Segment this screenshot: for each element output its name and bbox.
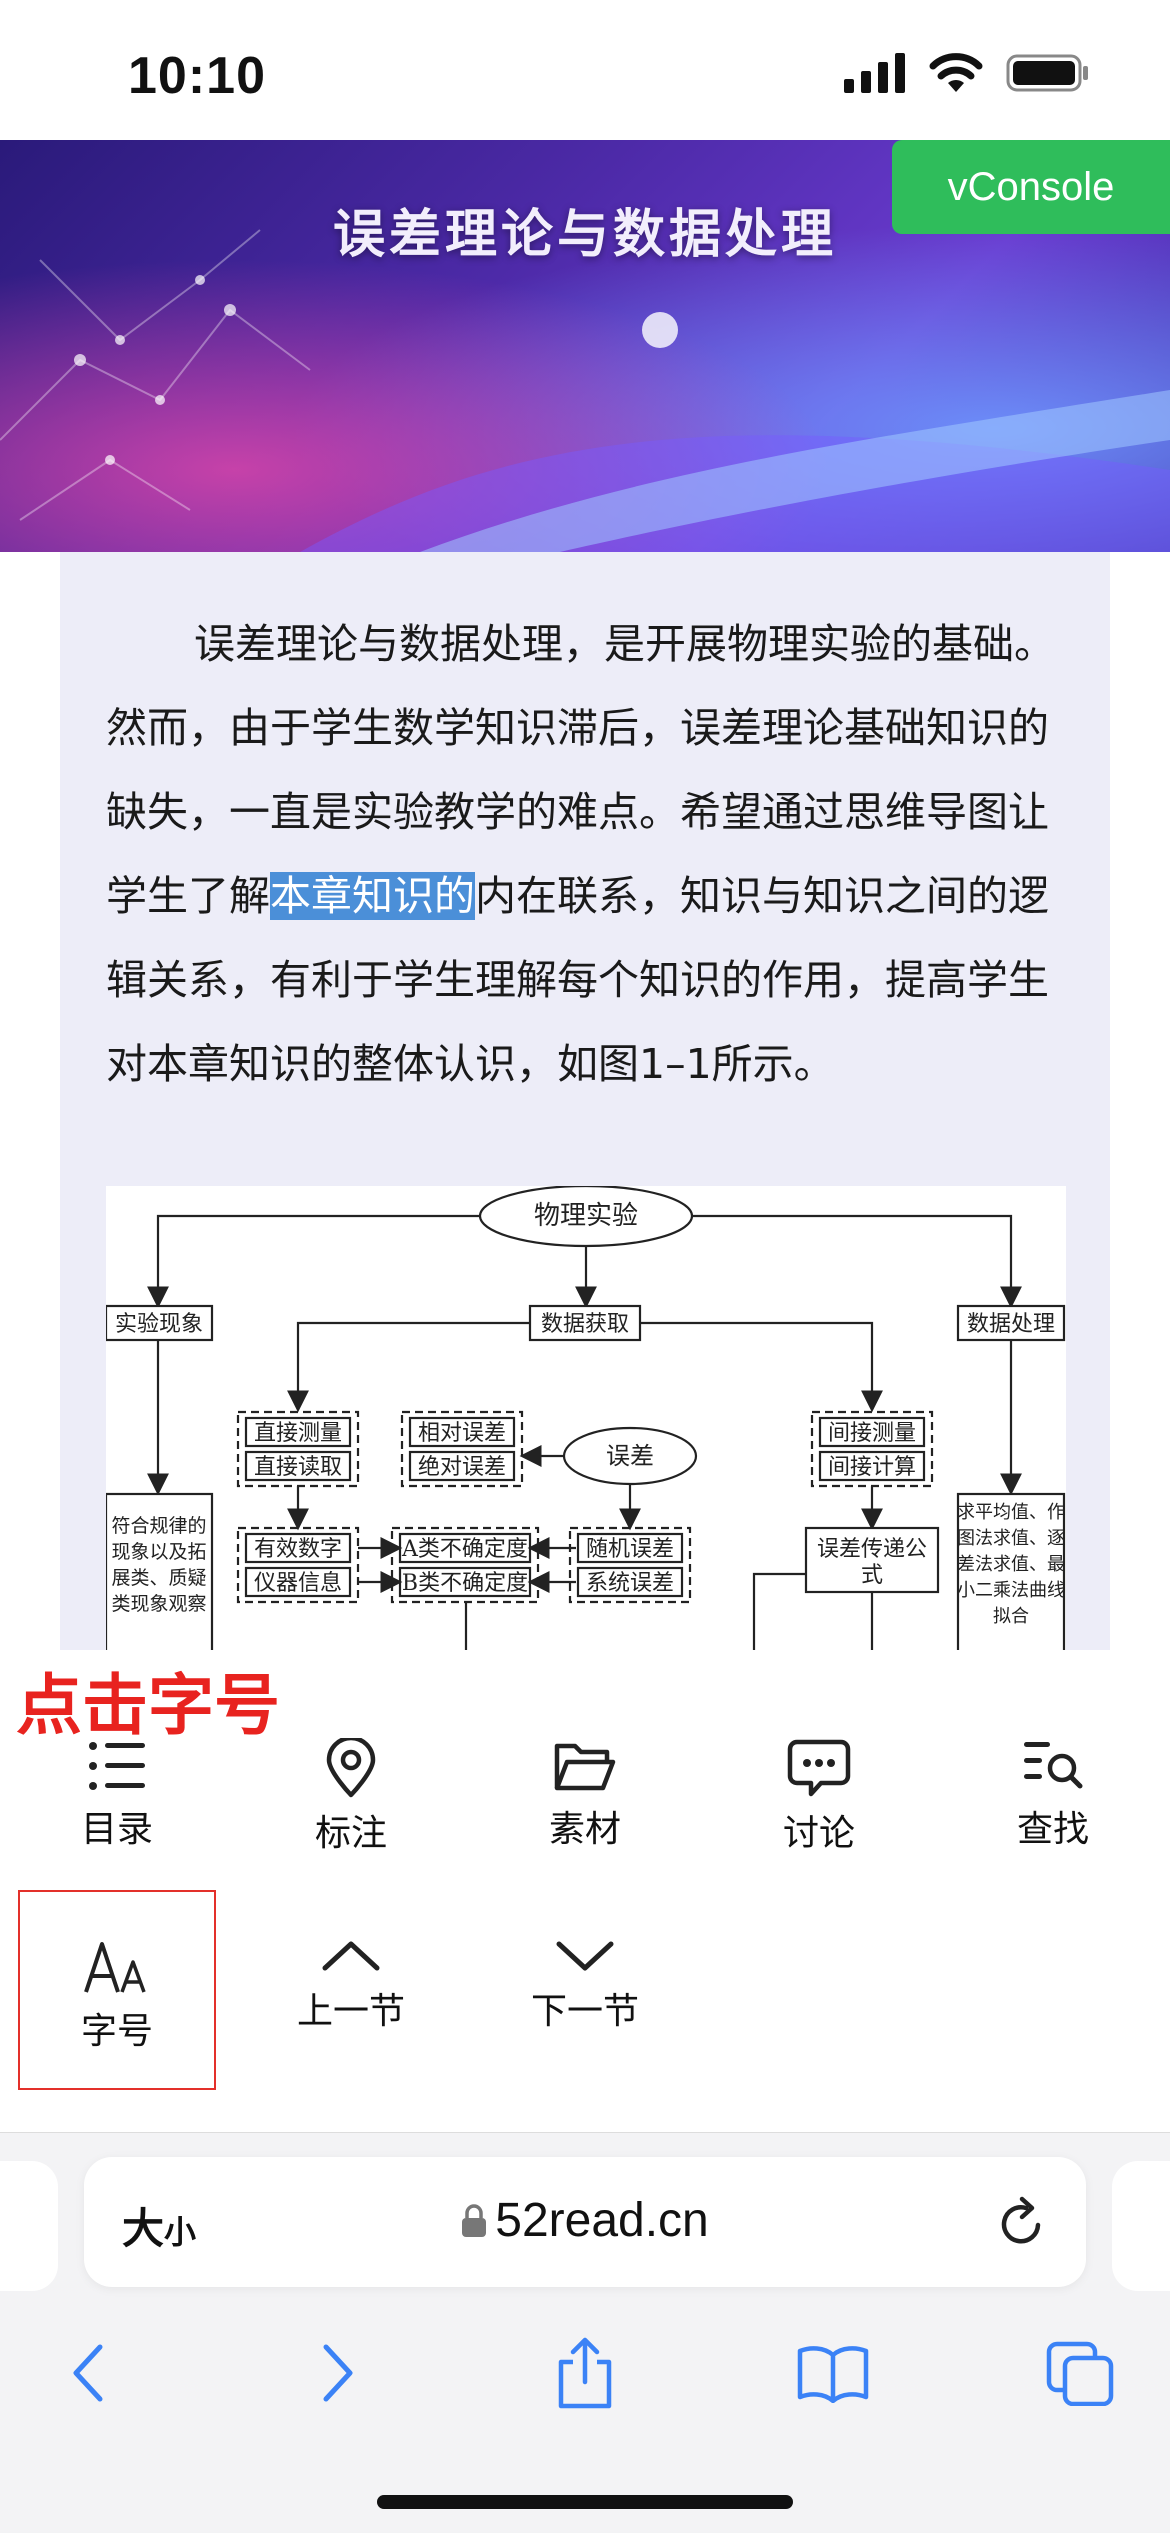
font-size-label: 字号: [80, 2011, 153, 2052]
article-body: 误差理论与数据处理，是开展物理实验的基础。然而，由于学生数学知识滞后，误差理论基…: [60, 552, 1110, 1652]
battery-icon: [1006, 54, 1088, 92]
node-system-error: 系统误差: [586, 1571, 674, 1596]
back-button[interactable]: [28, 2323, 148, 2423]
right-box-line-3: 差法求值、最: [957, 1554, 1065, 1575]
aa-small: 小: [164, 2213, 197, 2251]
node-indirect-measure: 间接测量: [828, 1421, 916, 1446]
aa-big: 大: [122, 2204, 165, 2253]
left-box-line-4: 类现象观察: [111, 1593, 206, 1615]
search-text-icon: [1024, 1742, 1083, 1789]
chevron-left-icon: [73, 2344, 103, 2402]
status-time: 10:10: [128, 47, 266, 105]
home-indicator[interactable]: [377, 2495, 793, 2509]
font-size-button[interactable]: 字号: [18, 1890, 216, 2090]
status-icons: [844, 52, 1090, 94]
left-box-line-3: 展类、质疑: [111, 1567, 206, 1589]
chevron-right-icon: [323, 2344, 353, 2402]
node-root: 物理实验: [534, 1201, 638, 1231]
previous-tab-peek[interactable]: [0, 2161, 58, 2291]
vconsole-button[interactable]: vConsole: [892, 140, 1170, 234]
chevron-up-icon: [322, 1941, 380, 1971]
forward-button[interactable]: [278, 2323, 398, 2423]
text-selection[interactable]: 本章知识的: [270, 872, 475, 920]
url-text: 52read.cn: [495, 2194, 709, 2247]
material-label: 素材: [548, 1809, 621, 1850]
catalog-label: 目录: [80, 1809, 153, 1850]
cellular-signal-icon: [844, 53, 905, 93]
left-box-line-1: 符合规律的: [111, 1515, 206, 1537]
discuss-label: 讨论: [782, 1813, 855, 1854]
node-error: 误差: [606, 1442, 654, 1470]
prev-section-label: 上一节: [296, 1991, 405, 2032]
node-direct-read: 直接读取: [254, 1455, 342, 1480]
paragraph-text-end: 内在联系，知识与知识之间的逻辑关系，有利于学生理解每个知识的作用，提高学生对本章…: [106, 872, 1049, 1088]
search-label: 查找: [1016, 1809, 1089, 1850]
banner-title: 误差理论与数据处理: [332, 204, 837, 265]
address-bar[interactable]: 大小 52read.cn: [84, 2157, 1086, 2287]
chapter-banner: 误差理论与数据处理 vConsole: [0, 140, 1170, 552]
page-settings-button[interactable]: 大小: [122, 2195, 196, 2256]
prev-section-button[interactable]: 上一节: [256, 1936, 446, 2034]
chevron-down-icon: [556, 1941, 614, 1971]
catalog-button[interactable]: 目录: [22, 1738, 212, 1852]
share-icon: [558, 2337, 612, 2409]
next-tab-peek[interactable]: [1112, 2161, 1170, 2291]
mind-map-svg: 物理实验 实验现象 数据获取 数据处理 直接测量 直接读取 相对误差 绝对误差 …: [104, 1184, 1066, 1652]
status-bar: 10:10: [0, 0, 1170, 140]
discuss-button[interactable]: 讨论: [724, 1738, 914, 1856]
tutorial-annotation: 点击字号: [16, 1667, 280, 1744]
node-right-head: 数据处理: [967, 1312, 1055, 1337]
next-section-button[interactable]: 下一节: [490, 1936, 680, 2034]
map-pin-icon: [326, 1738, 376, 1798]
node-instrument-info: 仪器信息: [254, 1571, 342, 1596]
right-box-line-1: 求平均值、作: [957, 1502, 1065, 1523]
folder-icon: [554, 1743, 616, 1791]
safari-nav-row: [0, 2323, 1170, 2433]
node-propagation-line-2: 式: [861, 1563, 883, 1588]
node-direct-measure: 直接测量: [254, 1421, 342, 1446]
wifi-icon: [929, 53, 983, 92]
reader-toolbar: [0, 1650, 1170, 2135]
mind-map-figure[interactable]: 物理实验 实验现象 数据获取 数据处理 直接测量 直接读取 相对误差 绝对误差 …: [104, 1184, 1066, 1652]
annotate-button[interactable]: 标注: [256, 1738, 446, 1856]
tabs-icon: [1046, 2341, 1114, 2406]
book-icon: [797, 2346, 869, 2403]
url-display[interactable]: 52read.cn: [84, 2193, 1086, 2248]
lock-icon: [462, 2204, 487, 2237]
node-type-b: B类不确定度: [402, 1571, 528, 1596]
node-random-error: 随机误差: [586, 1537, 674, 1562]
search-button[interactable]: 查找: [958, 1738, 1148, 1852]
annotate-label: 标注: [314, 1813, 387, 1854]
left-box-line-2: 现象以及拓: [111, 1541, 206, 1563]
next-section-label: 下一节: [530, 1991, 639, 2032]
node-absolute-error: 绝对误差: [418, 1455, 506, 1480]
node-indirect-calc: 间接计算: [828, 1455, 916, 1480]
right-box-line-2: 图法求值、逐: [957, 1528, 1065, 1549]
node-propagation-line-1: 误差传递公: [817, 1537, 927, 1562]
bookmarks-button[interactable]: [773, 2323, 893, 2423]
font-size-icon: [84, 1942, 146, 1993]
article-paragraph[interactable]: 误差理论与数据处理，是开展物理实验的基础。然而，由于学生数学知识滞后，误差理论基…: [106, 602, 1066, 1106]
reload-icon[interactable]: [996, 2195, 1046, 2249]
right-box-line-5: 拟合: [993, 1606, 1029, 1627]
chat-bubble-icon: [787, 1739, 851, 1797]
material-button[interactable]: 素材: [490, 1738, 680, 1852]
list-icon: [89, 1742, 145, 1790]
share-button[interactable]: [525, 2323, 645, 2423]
node-center-head: 数据获取: [541, 1312, 629, 1337]
node-relative-error: 相对误差: [418, 1421, 506, 1446]
safari-toolbar: 大小 52read.cn: [0, 2132, 1170, 2533]
tabs-button[interactable]: [1020, 2323, 1140, 2423]
right-box-line-4: 小二乘法曲线: [957, 1580, 1065, 1601]
node-sig-digits: 有效数字: [254, 1537, 342, 1562]
node-left-head: 实验现象: [115, 1312, 203, 1337]
node-type-a: A类不确定度: [401, 1537, 528, 1562]
paragraph-text-start: 误差理论与数据处理，是开展物理实验的基础。然而，由于学生数学知识滞后，误差理论基…: [106, 620, 1055, 920]
banner-decoration: [0, 229, 1170, 552]
